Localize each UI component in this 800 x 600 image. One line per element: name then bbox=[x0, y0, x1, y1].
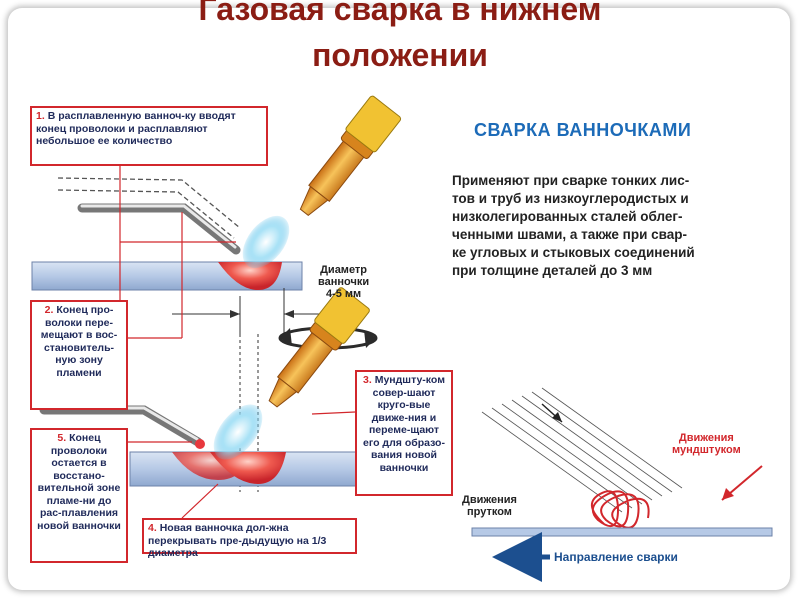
upper-flame bbox=[242, 215, 290, 269]
step-4-callout: 4. Новая ванночка дол-жна перекрывать пр… bbox=[142, 518, 357, 559]
description-line: низколегированных сталей облег- bbox=[452, 209, 683, 224]
rod-motion-line1: Движения bbox=[462, 494, 517, 506]
rod-motion-label: Движения прутком bbox=[462, 494, 517, 518]
step-3-callout: 3. Мундшту-ком совер-шают круго-вые движ… bbox=[355, 370, 453, 496]
slide-title-line2: положении bbox=[312, 37, 488, 73]
step-1-number: 1. bbox=[36, 110, 45, 122]
upper-torch bbox=[299, 95, 402, 216]
nozzle-motion-label: Движения мундштуком bbox=[672, 432, 741, 456]
callout-leaders bbox=[119, 166, 356, 519]
nozzle-motion-line1: Движения bbox=[678, 432, 734, 444]
dashed-wire-outline bbox=[57, 177, 241, 239]
step-5-text: Конец проволоки остается в восстано-вите… bbox=[37, 432, 121, 532]
lower-flame bbox=[213, 404, 263, 460]
description-line: Применяют при сварке тонких лис- bbox=[452, 173, 690, 188]
pool-diameter-line2: ванночки bbox=[318, 276, 370, 288]
pool-diameter-line1: Диаметр bbox=[320, 264, 368, 276]
step-2-number: 2. bbox=[44, 304, 54, 316]
step-3-number: 3. bbox=[363, 374, 372, 386]
description-line: тов и труб из низкоуглеродистых и bbox=[452, 191, 689, 206]
rod-motion-line2: прутком bbox=[467, 506, 512, 518]
description-paragraph: Применяют при сварке тонких лис- тов и т… bbox=[452, 172, 782, 280]
pool-diameter-label: Диаметр ванночки 4-5 мм bbox=[318, 264, 369, 300]
step-2-text: Конец про-волоки пере-мещают в вос-стано… bbox=[40, 304, 118, 379]
welding-direction-label: Направление сварки bbox=[554, 550, 678, 564]
step-4-text: Новая ванночка дол-жна перекрывать пре-д… bbox=[148, 522, 327, 559]
torch-motion-schematic bbox=[471, 387, 773, 582]
step-5-number: 5. bbox=[57, 432, 67, 444]
step-2-callout: 2. Конец про-волоки пере-мещают в вос-ст… bbox=[30, 300, 128, 410]
description-line: при толщине деталей до 3 мм bbox=[452, 263, 653, 278]
step-1-callout: 1. В расплавленную ванноч-ку вводят коне… bbox=[30, 106, 268, 166]
description-line: ке угловых и стыковых соединений bbox=[452, 245, 695, 260]
lower-weld-pools bbox=[172, 452, 286, 484]
slide-title-line1: Газовая сварка в нижнем bbox=[198, 0, 602, 27]
upper-filler-wire bbox=[77, 203, 241, 255]
step-5-callout: 5. Конец проволоки остается в восстано-в… bbox=[30, 428, 128, 563]
section-heading: СВАРКА ВАННОЧКАМИ bbox=[474, 120, 692, 140]
step-1-text: В расплавленную ванноч-ку вводят конец п… bbox=[36, 110, 236, 147]
step-4-number: 4. bbox=[148, 522, 157, 534]
description-line: ченными швами, а также при свар- bbox=[452, 227, 688, 242]
nozzle-motion-line2: мундштуком bbox=[672, 444, 741, 456]
welding-diagram: 1. В расплавленную ванноч-ку вводят коне… bbox=[22, 92, 780, 584]
step-3-text: Мундшту-ком совер-шают круго-вые движе-н… bbox=[363, 374, 445, 474]
slide-title: Газовая сварка в нижнем положении bbox=[0, 0, 800, 78]
diagram-graphics bbox=[31, 95, 773, 582]
upper-weld-pool bbox=[218, 262, 282, 290]
pool-diameter-line3: 4-5 мм bbox=[325, 288, 362, 300]
lower-torch bbox=[268, 287, 370, 408]
